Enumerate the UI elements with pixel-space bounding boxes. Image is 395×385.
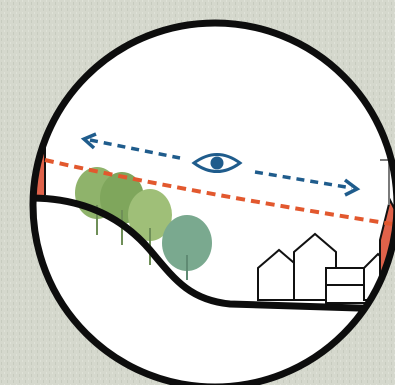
- sightline-diagram: [0, 0, 395, 385]
- illustration-stage: [0, 0, 395, 385]
